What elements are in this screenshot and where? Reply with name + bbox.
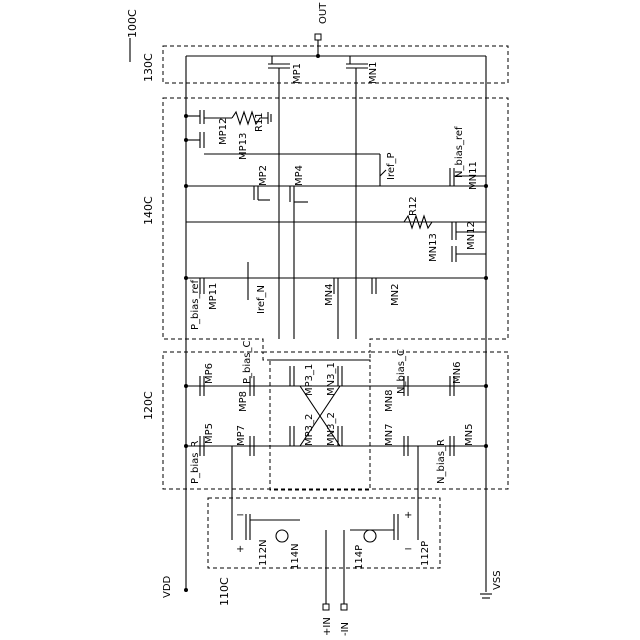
out-node [316, 54, 320, 58]
mp7-label: MP7 [236, 425, 247, 446]
node-mp13 [184, 138, 188, 142]
s114p-source [364, 530, 376, 542]
figure-label: 100C [126, 9, 139, 38]
mp1-label: MP1 [292, 63, 303, 84]
mp12-label: MP12 [218, 118, 229, 145]
node-m-ul [184, 384, 188, 388]
block-140c-label: 140C [142, 196, 155, 225]
in-12n-label: 112N [258, 539, 269, 566]
node-bias-left [184, 184, 188, 188]
mp3-1-transistor [290, 366, 294, 386]
block-120c-label: 120C [142, 391, 155, 420]
mp6-label: MP6 [204, 363, 215, 384]
r11-resistor [232, 112, 271, 124]
mn11-label: MN11 [468, 161, 479, 190]
mn2-label: MN2 [390, 284, 401, 306]
node-m-ur [484, 384, 488, 388]
r12-label: R12 [408, 196, 419, 216]
p-bias-ref-label: P_bias_ref [190, 279, 201, 330]
n-bias-ref-label-top: N_bias_ref [454, 126, 465, 178]
block-130c-outline [163, 46, 508, 83]
mp11-label: MP11 [208, 283, 219, 310]
plus-in-terminal[interactable] [323, 604, 329, 610]
block-110c-label: 110C [218, 577, 231, 606]
mp4-label: MP4 [294, 165, 305, 186]
in-12n-minus: − [236, 510, 244, 521]
block-130c-label: 130C [142, 53, 155, 82]
vdd-label: VDD [162, 575, 173, 598]
cross-core-outline [270, 360, 370, 490]
n-bias-r-label: N_bias_R [436, 439, 447, 484]
mp2-label: MP2 [258, 165, 269, 186]
mn4-label: MN4 [324, 284, 335, 306]
node-m-lr [484, 444, 488, 448]
s114p-label: 114P [354, 545, 365, 570]
s114n-label: 114N [290, 543, 301, 570]
in-12n-transistor [246, 514, 300, 540]
mn8-label: MN8 [384, 390, 395, 412]
mn3-1-label: MN3_1 [326, 362, 337, 396]
plus-in-label: +IN [322, 617, 333, 636]
mn3-1-transistor [338, 366, 342, 386]
node-low-right [484, 276, 488, 280]
mn13-label: MN13 [428, 233, 439, 262]
iref-p-label: Iref_P [386, 152, 397, 180]
mn5-label: MN5 [464, 424, 475, 446]
in-112p-label: 112P [420, 541, 431, 566]
vss-label: VSS [492, 570, 503, 590]
mn1-transistor [346, 56, 368, 339]
n-bias-c-label: N_bias_C [396, 349, 407, 394]
mn1-label: MN1 [368, 62, 379, 84]
in-112p-plus: + [404, 510, 412, 521]
minus-in-label: -IN [340, 622, 351, 636]
mn3-2-label: MN3_2 [326, 412, 337, 446]
in-12n-plus: + [236, 544, 244, 555]
node-m-ll [184, 444, 188, 448]
minus-in-terminal[interactable] [341, 604, 347, 610]
vdd-node [184, 588, 188, 592]
mp3-1-label: MP3_1 [304, 364, 315, 396]
block-110c-outline [208, 498, 440, 568]
node-bias-right [484, 184, 488, 188]
mp3-2-label: MP3_2 [304, 414, 315, 446]
node-mp12 [184, 114, 188, 118]
mn2-transistor [372, 278, 376, 294]
in-112p-minus: − [404, 544, 412, 555]
p-bias-r-label: P_bias_R [190, 441, 201, 484]
mp8-label: MP8 [238, 391, 249, 412]
in-112p-transistor [350, 514, 398, 540]
iref-n-label: Iref_N [256, 285, 267, 314]
mn6-label: MN6 [452, 362, 463, 384]
out-terminal[interactable] [315, 34, 321, 40]
s114n-source [276, 530, 288, 542]
r11-label: R11 [254, 112, 265, 132]
out-label: OUT [318, 2, 329, 24]
mp2-transistor [254, 186, 270, 200]
mp3-2-transistor [290, 426, 294, 446]
mn12-label: MN12 [466, 221, 477, 250]
mp4-transistor [290, 186, 308, 339]
node-low-left [184, 276, 188, 280]
p-bias-c-label: P_bias_C [242, 341, 253, 384]
mp5-label: MP5 [204, 423, 215, 444]
mn7-label: MN7 [384, 424, 395, 446]
mp13-label: MP13 [238, 133, 249, 160]
